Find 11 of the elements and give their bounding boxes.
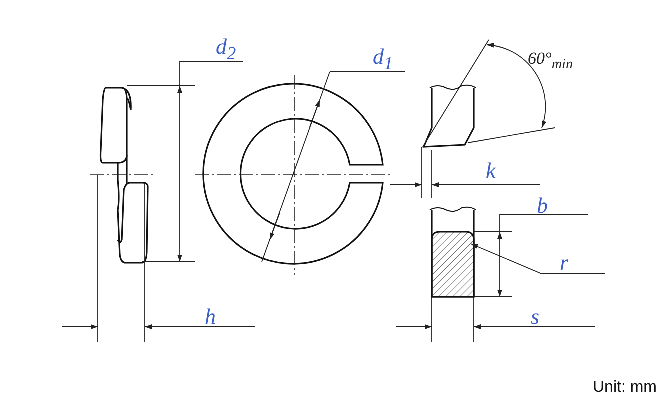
dimension-label: b [537,195,548,217]
dimension-label: k [486,160,496,182]
dimension-label: d$_{2}$ [216,36,236,63]
unit-note: Unit: mm [593,380,657,396]
dimension-label: s [531,306,540,328]
leader-line [470,244,606,274]
angle-label: 60°$_{min}$ [528,50,574,72]
cross-section-drawing [431,231,475,298]
dimension-label: h [205,306,216,328]
dimension-label: r [560,252,569,274]
dimension-label: d$_{1}$ [373,46,394,73]
